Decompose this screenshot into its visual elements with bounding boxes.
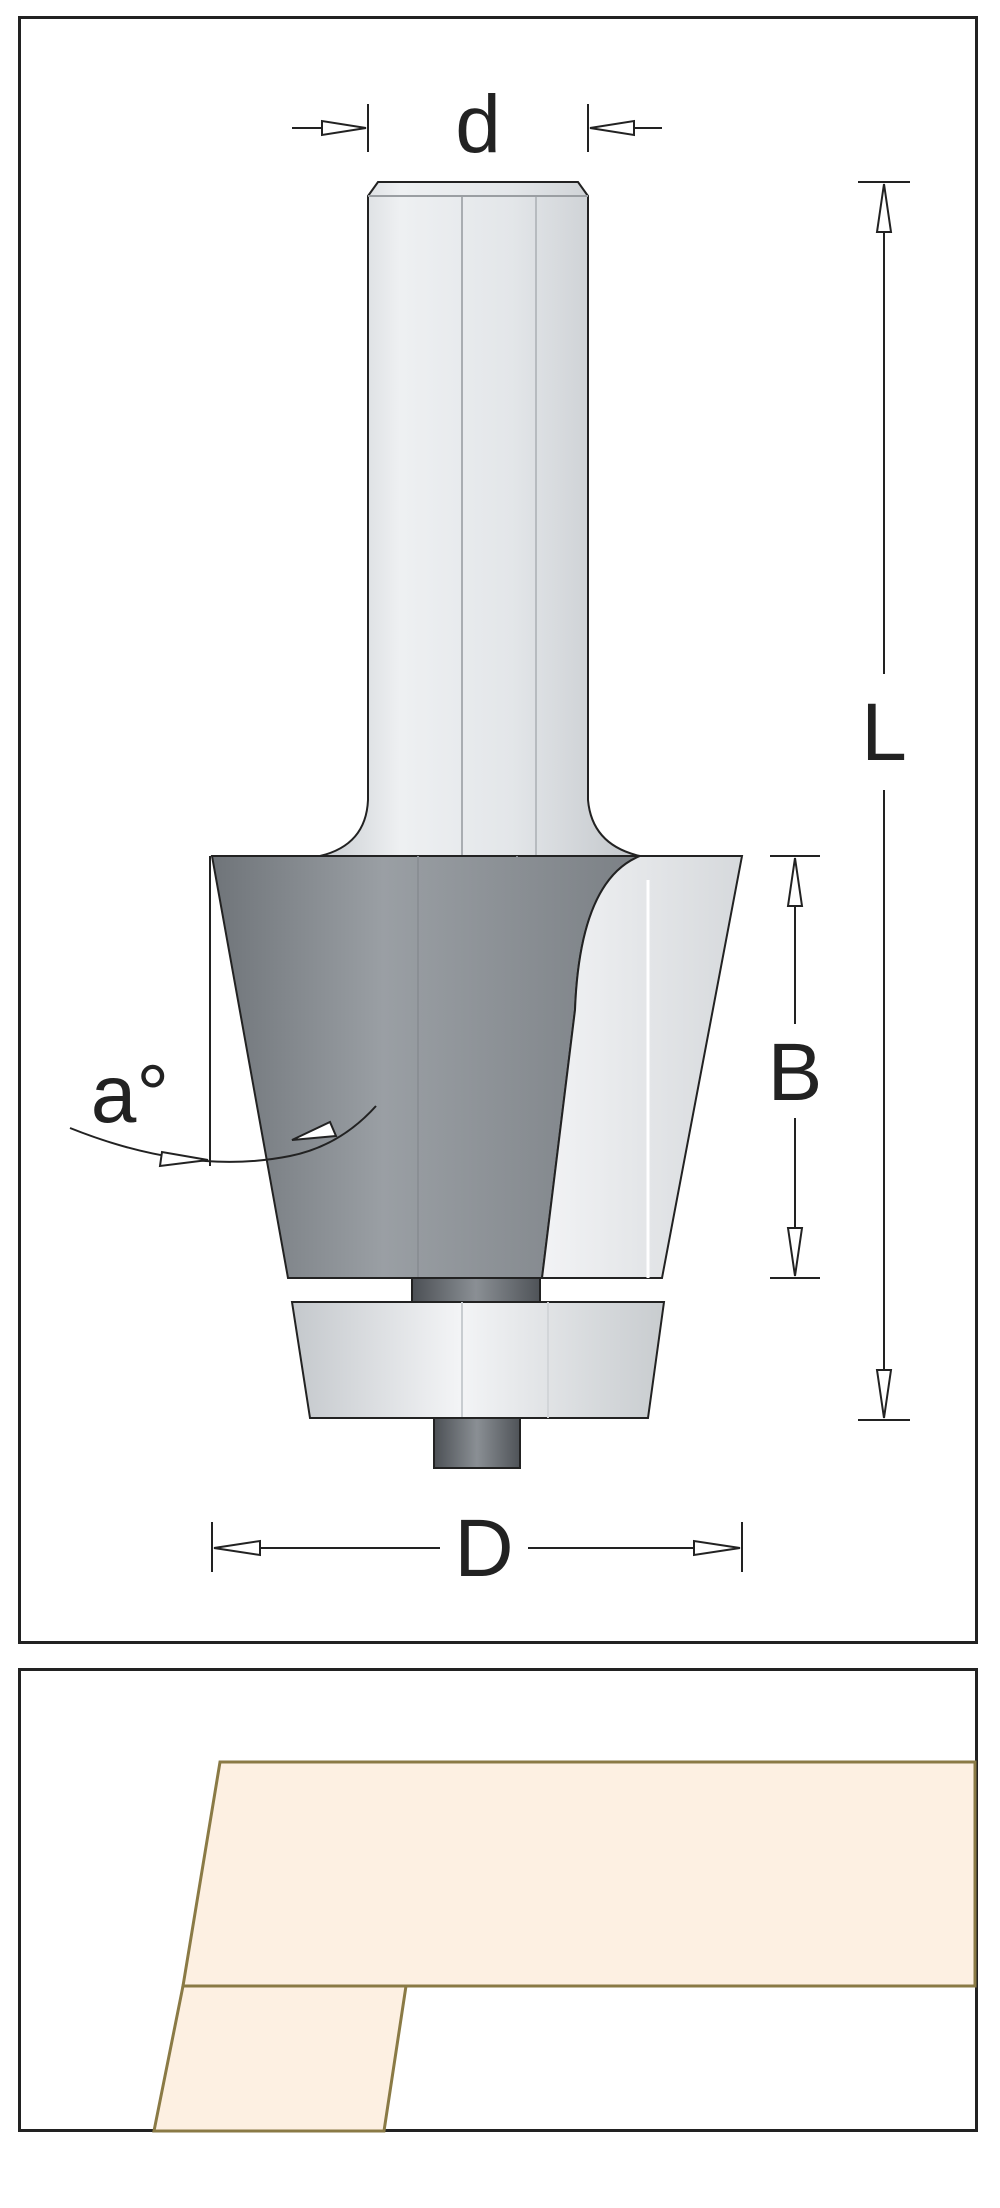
arrowhead [693,1539,741,1557]
arrowhead [875,183,893,233]
arrowhead [158,1150,209,1168]
dimension-D [211,1522,743,1572]
dimension-L [858,181,910,1421]
dimension-angle [69,856,377,1168]
label-cutting-height: B [768,1027,823,1118]
dimension-d [292,104,662,152]
workpiece-upper [181,1760,977,1988]
workpiece-lower [152,1984,408,2133]
bearing-neck [411,1277,541,1303]
arrowhead [321,119,367,137]
arrowhead [875,1369,893,1419]
arrowhead [786,857,804,907]
dimension-B [770,855,820,1279]
cutter-face [540,855,744,1279]
bearing [290,1301,666,1419]
arrowhead [291,1120,338,1141]
arrowhead [213,1539,261,1557]
label-shank-diameter: d [455,79,501,170]
arrowhead [589,119,635,137]
label-overall-length: L [861,687,907,778]
joint-profile [152,1760,977,2133]
label-cutting-diameter: D [454,1503,513,1594]
router-bit [210,181,744,1469]
arrowhead [786,1227,804,1277]
label-angle: a° [91,1049,169,1140]
shank [319,181,641,857]
bearing-pin [433,1417,521,1469]
